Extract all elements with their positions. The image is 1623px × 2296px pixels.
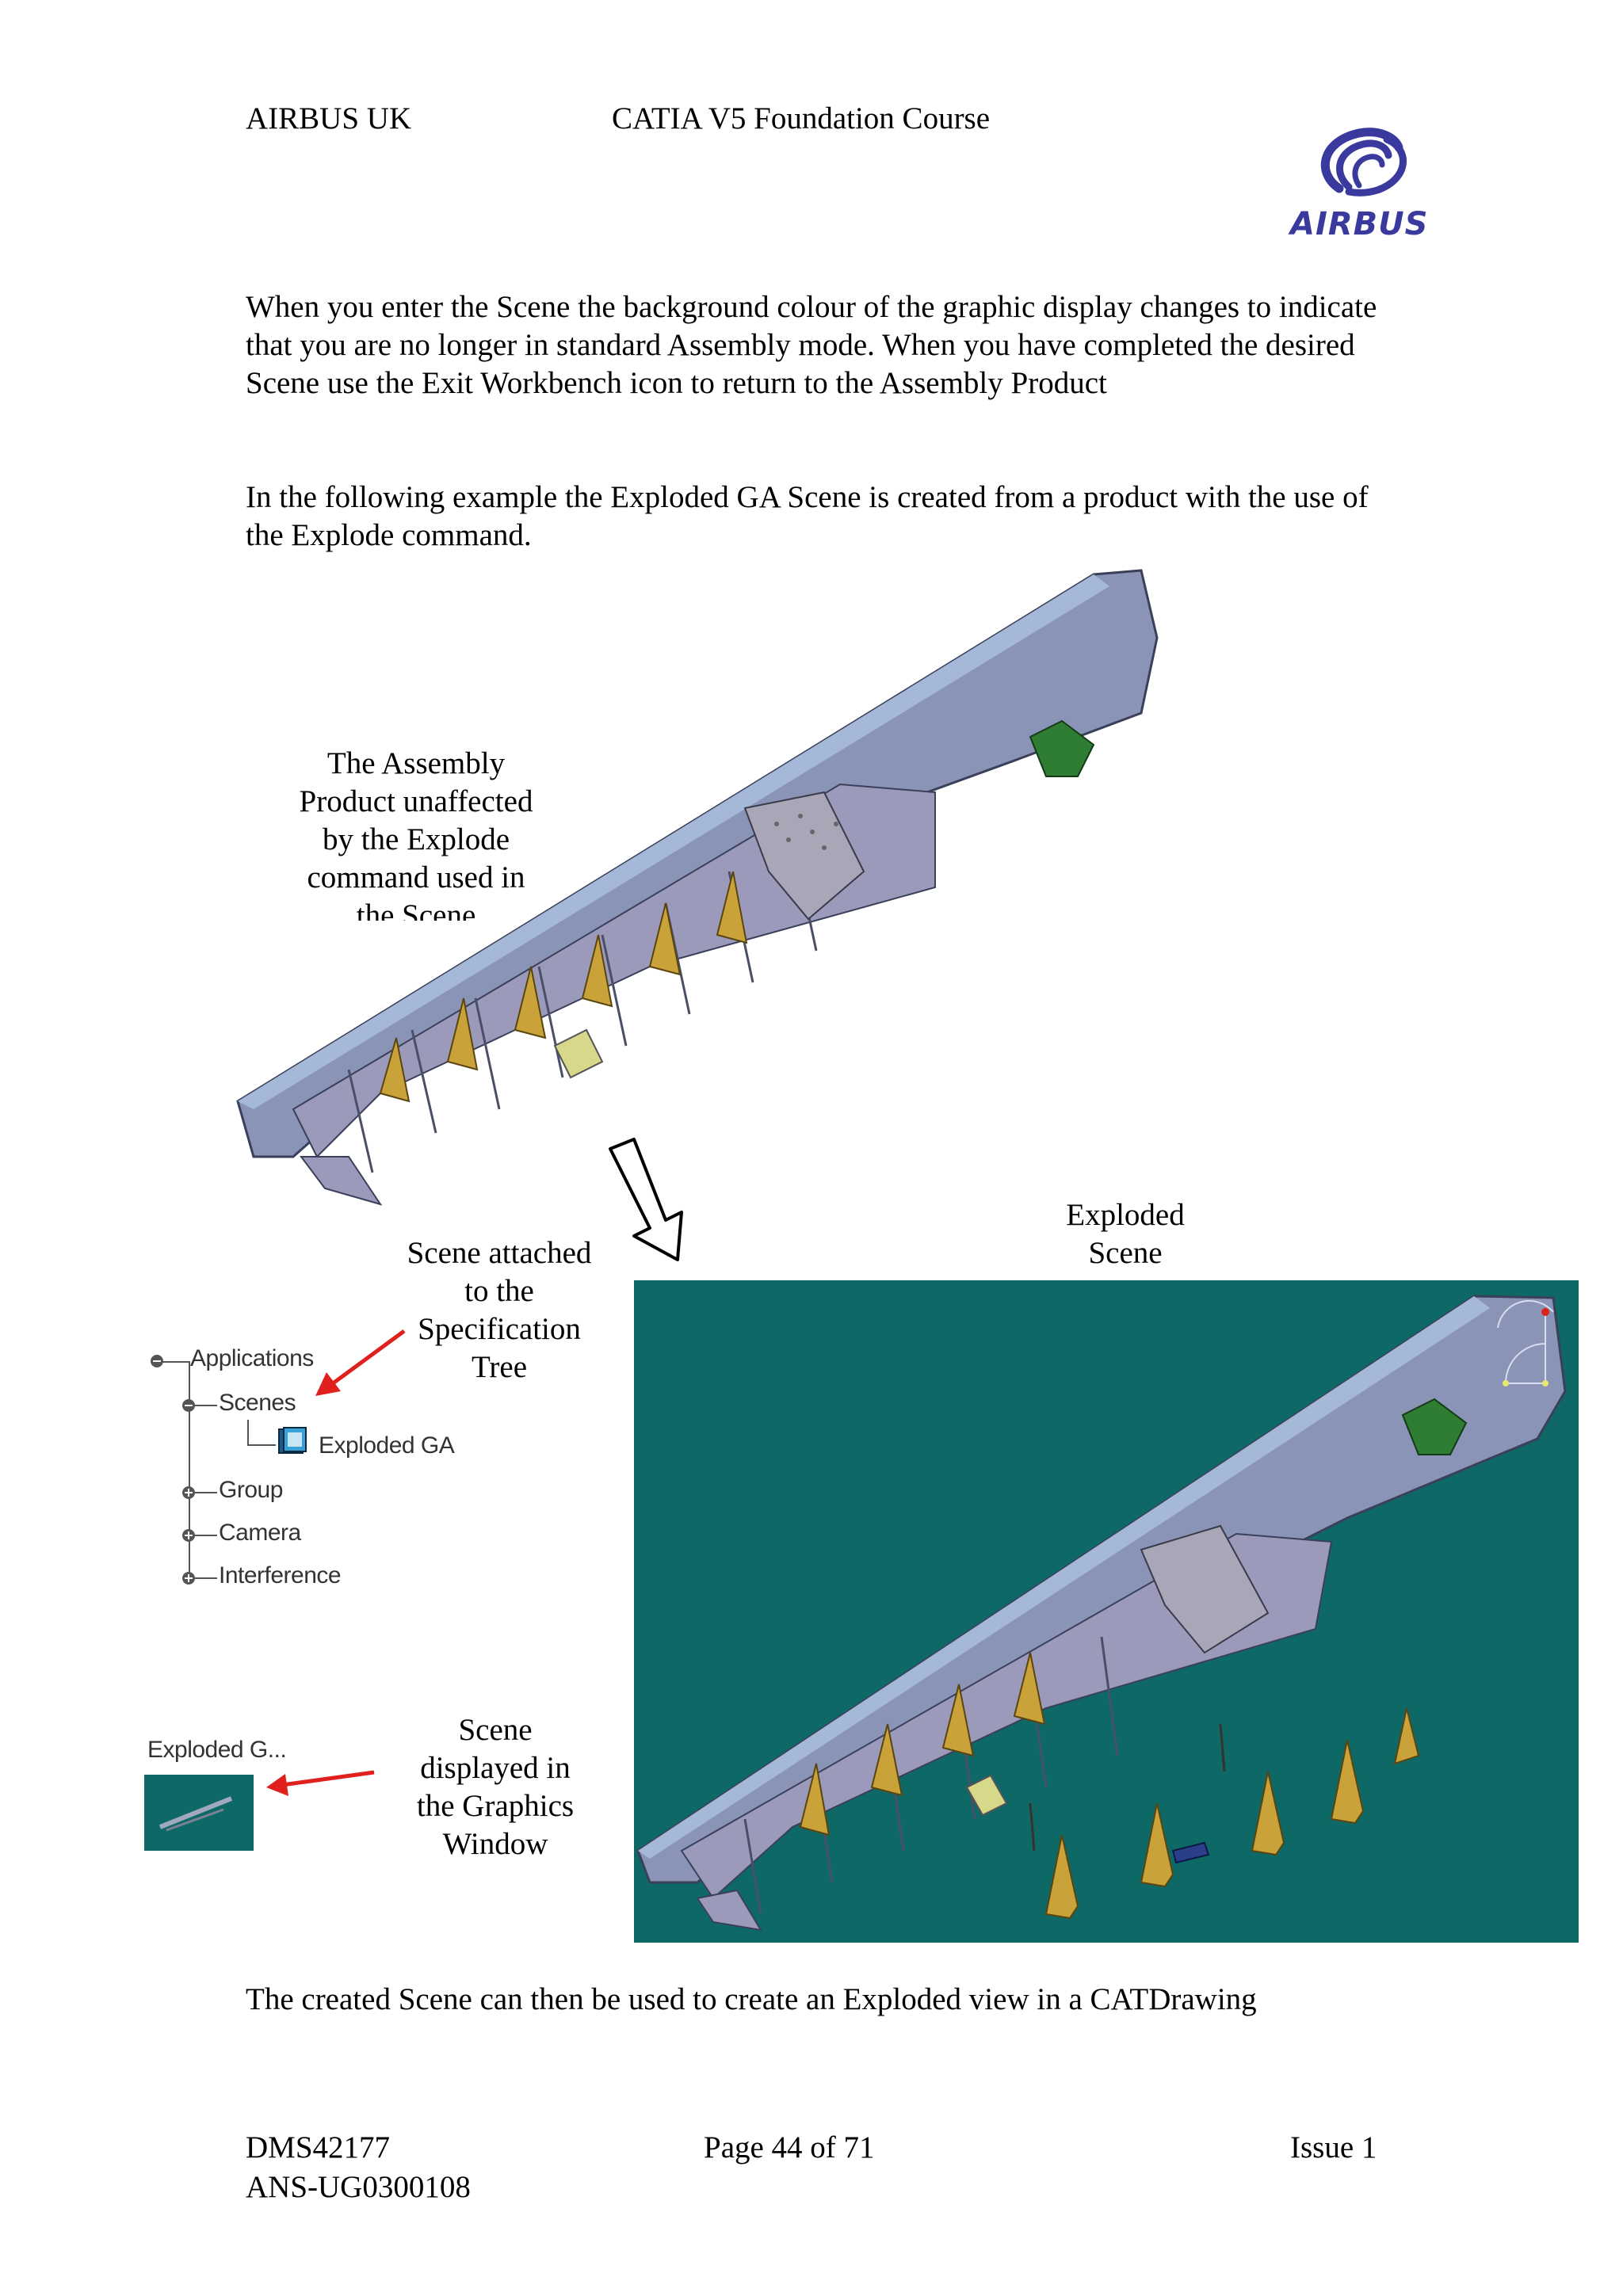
tree-item-camera[interactable]: Camera: [219, 1520, 301, 1546]
tree-line: [247, 1420, 249, 1445]
tree-line: [189, 1361, 190, 1575]
scene-thumbnail-label: Exploded G...: [147, 1737, 287, 1763]
tree-item-interference[interactable]: Interference: [219, 1562, 342, 1589]
tree-line: [195, 1577, 217, 1579]
tree-item-group[interactable]: Group: [219, 1477, 283, 1503]
tree-item-applications[interactable]: Applications: [190, 1345, 314, 1371]
scene-thumbnail[interactable]: [144, 1775, 254, 1851]
tree-expand-icon[interactable]: [182, 1529, 195, 1542]
assembly-product-illustration: [236, 569, 1159, 1206]
tree-collapse-icon[interactable]: [151, 1355, 163, 1367]
tree-expand-icon[interactable]: [182, 1486, 195, 1499]
spec-tree-caption: Scene attached to the Specification Tree: [407, 1236, 592, 1384]
airbus-swirl-icon: [1320, 128, 1407, 196]
tree-expand-icon[interactable]: [182, 1572, 195, 1585]
tree-line: [195, 1492, 217, 1493]
example-paragraph: In the following example the Exploded GA…: [246, 480, 1369, 552]
footer-doc-id: DMS42177: [246, 2130, 391, 2164]
spec-tree-pointer-arrow-icon: [315, 1329, 406, 1396]
footer-page-number: Page 44 of 71: [704, 2130, 875, 2164]
tree-item-exploded-ga[interactable]: Exploded GA: [319, 1432, 455, 1459]
airbus-wordmark: AIRBUS: [1290, 206, 1429, 242]
tree-line: [195, 1405, 217, 1406]
graphics-window-pointer-arrow-icon: [266, 1770, 375, 1796]
graphics-window-caption: Scene displayed in the Graphics Window: [416, 1713, 575, 1861]
tree-item-scenes[interactable]: Scenes: [219, 1390, 296, 1416]
airbus-logo: AIRBUS: [1284, 117, 1442, 244]
tree-line: [195, 1535, 217, 1536]
exploded-scene-window[interactable]: [634, 1280, 1579, 1943]
header-company: AIRBUS UK: [246, 101, 412, 135]
tree-line: [247, 1444, 276, 1446]
exploded-scene-caption: Exploded Scene: [1066, 1198, 1185, 1270]
intro-paragraph: When you enter the Scene the background …: [246, 290, 1377, 400]
exploded-assembly-illustration: [636, 1295, 1567, 1932]
assembly-caption: The Assembly Product unaffected by the E…: [299, 746, 533, 921]
tree-line: [157, 1361, 189, 1363]
footer-reference: ANS-UG0300108: [246, 2170, 471, 2204]
down-arrow-icon: [609, 1138, 683, 1261]
header-course: CATIA V5 Foundation Course: [612, 101, 991, 135]
thumbnail-assembly-graphic: [158, 1796, 233, 1832]
specification-tree[interactable]: Applications Scenes Exploded GA Group Ca…: [143, 1331, 539, 1600]
tree-collapse-icon[interactable]: [182, 1399, 195, 1412]
closing-paragraph: The created Scene can then be used to cr…: [246, 1982, 1257, 2016]
scene-icon: [278, 1427, 307, 1454]
footer-issue: Issue 1: [1290, 2130, 1377, 2164]
